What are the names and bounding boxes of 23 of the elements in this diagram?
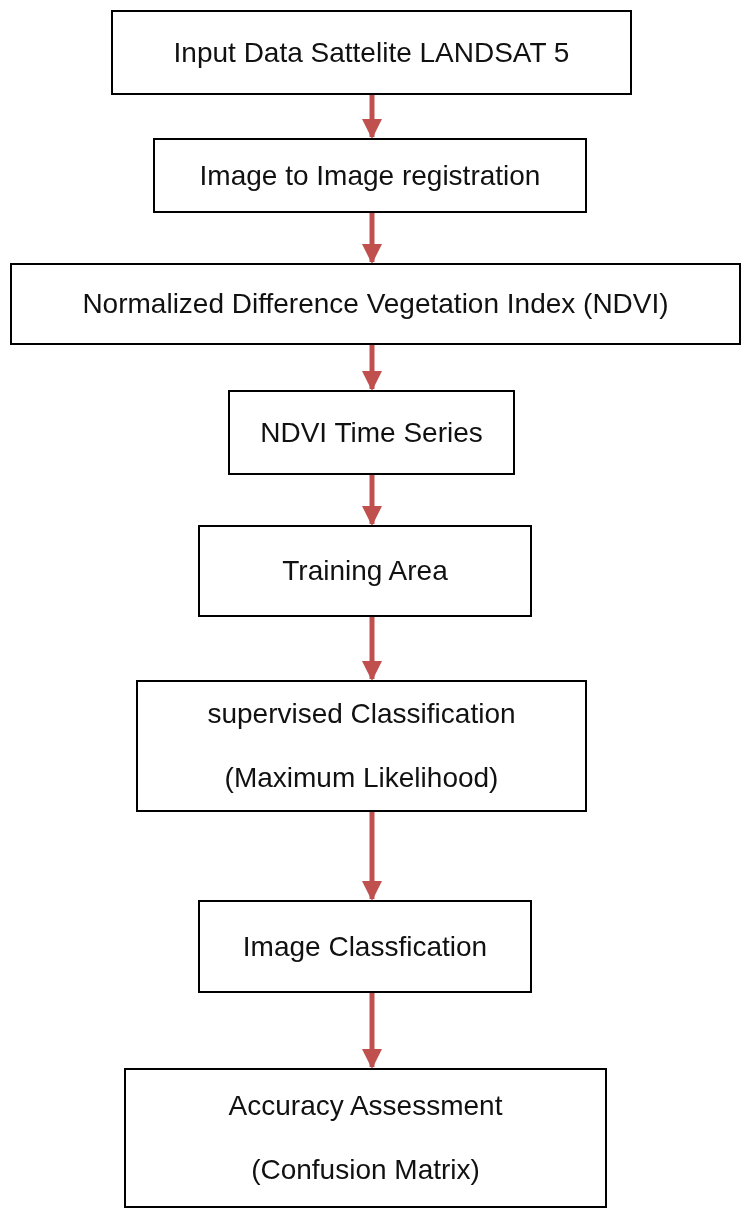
- arrow: [362, 213, 382, 264]
- arrow: [362, 345, 382, 391]
- box-label: supervised Classification (Maximum Likelihood): [206, 697, 517, 795]
- process-box: [198, 900, 532, 993]
- box-label: Accuracy Assessment (Confusion Matrix): [227, 1089, 504, 1187]
- arrow: [362, 475, 382, 526]
- box-label: Training Area: [282, 554, 448, 588]
- arrow: [362, 993, 382, 1069]
- box-label: Normalized Difference Vegetation Index (NDVI): [82, 287, 669, 321]
- box-label: Image Classfication: [242, 929, 488, 964]
- process-box: [10, 263, 741, 345]
- process-box: [111, 10, 632, 95]
- process-box: [198, 525, 532, 617]
- process-box: [136, 680, 587, 812]
- arrow: [362, 617, 382, 681]
- process-box: [153, 138, 587, 213]
- arrow: [362, 812, 382, 901]
- box-label: Image to Image registration: [199, 158, 541, 193]
- process-box: [228, 390, 515, 475]
- box-label: Input Data Sattelite LANDSAT 5: [173, 35, 570, 70]
- arrow: [362, 95, 382, 139]
- box-label: NDVI Time Series: [260, 415, 483, 450]
- process-box: [124, 1068, 607, 1208]
